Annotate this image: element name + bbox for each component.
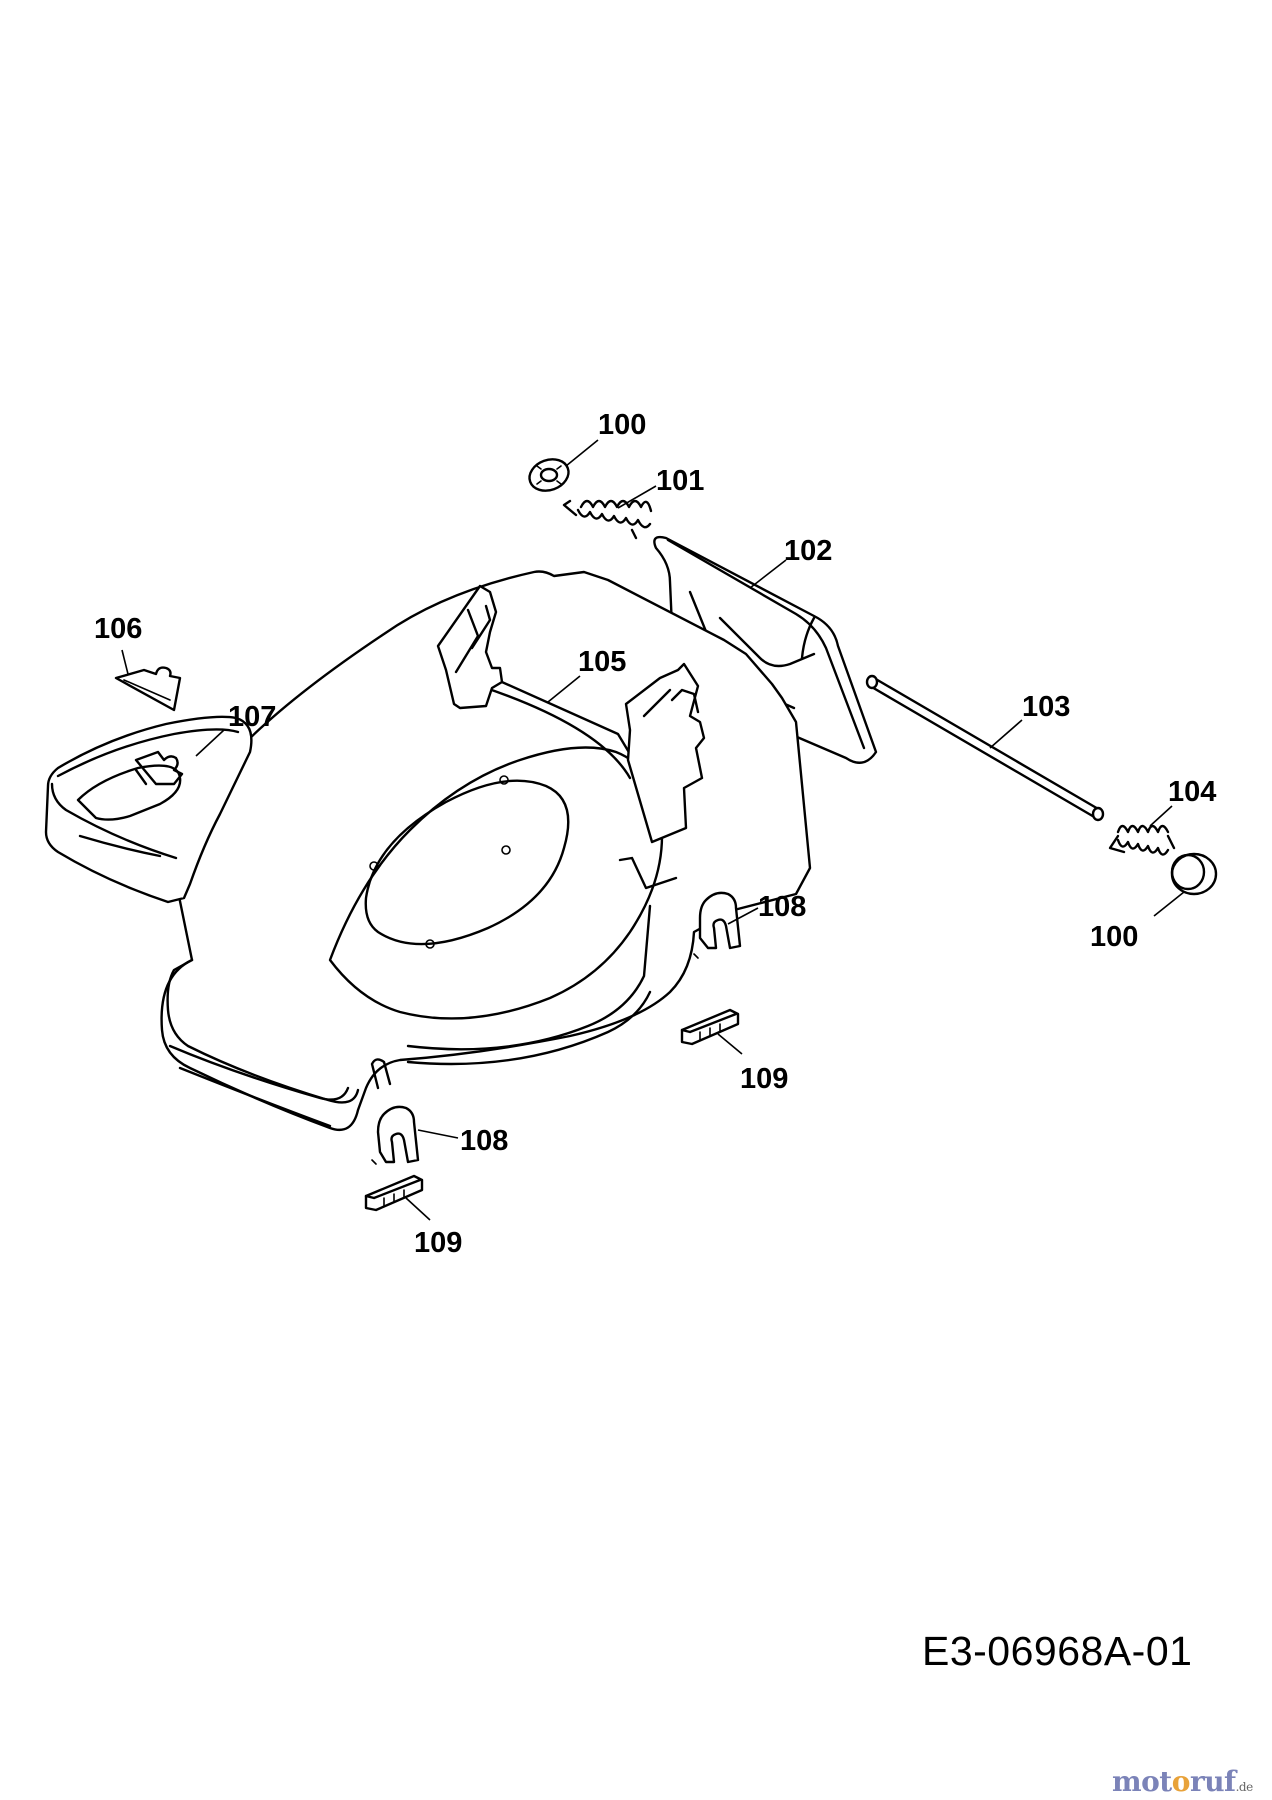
- part-107-flap: [44, 715, 253, 904]
- leader-106: [121, 649, 129, 675]
- part-103-rod: [865, 674, 1105, 822]
- leader-108a: [727, 907, 759, 925]
- part-105-deck: [160, 570, 812, 1132]
- leader-109a: [717, 1033, 743, 1055]
- callout-105: 105: [578, 646, 626, 678]
- callout-104: 104: [1168, 776, 1216, 808]
- callout-106: 106: [94, 613, 142, 645]
- part-108-clip-right: [693, 891, 742, 959]
- watermark-part3: ruf: [1189, 1765, 1236, 1798]
- leader-104: [1149, 805, 1173, 827]
- leader-100a: [565, 439, 599, 467]
- callout-108-left: 108: [460, 1125, 508, 1157]
- watermark-part1: mot: [1112, 1765, 1172, 1798]
- callout-102: 102: [784, 535, 832, 567]
- callout-108-right: 108: [758, 891, 806, 923]
- callout-101: 101: [656, 465, 704, 497]
- callout-107: 107: [228, 701, 276, 733]
- callout-103: 103: [1022, 691, 1070, 723]
- watermark-logo: motoruf.de: [1112, 1765, 1253, 1798]
- leader-107: [195, 729, 225, 757]
- leader-102: [749, 559, 787, 589]
- part-101-spring: [562, 499, 653, 540]
- leader-100b: [1153, 891, 1185, 917]
- part-108-clip-left: [371, 1105, 420, 1165]
- leader-105: [547, 675, 581, 703]
- callout-100-bottom: 100: [1090, 921, 1138, 953]
- watermark-tld: .de: [1235, 1780, 1254, 1794]
- leader-101: [617, 485, 657, 509]
- callout-109-right: 109: [740, 1063, 788, 1095]
- callout-109-left: 109: [414, 1227, 462, 1259]
- part-109-block-left: [364, 1174, 424, 1212]
- watermark-part2: o: [1171, 1765, 1191, 1798]
- leader-108b: [417, 1129, 459, 1139]
- part-104-spring: [1108, 824, 1176, 856]
- callout-100-top: 100: [598, 409, 646, 441]
- part-100-cap: [1170, 852, 1218, 896]
- part-106-clip: [114, 666, 182, 712]
- leader-109b: [405, 1197, 431, 1221]
- drawing-number: E3-06968A-01: [922, 1628, 1193, 1674]
- leader-103: [989, 719, 1023, 749]
- part-109-block-right: [680, 1008, 740, 1046]
- part-100-washer-top: [528, 458, 570, 492]
